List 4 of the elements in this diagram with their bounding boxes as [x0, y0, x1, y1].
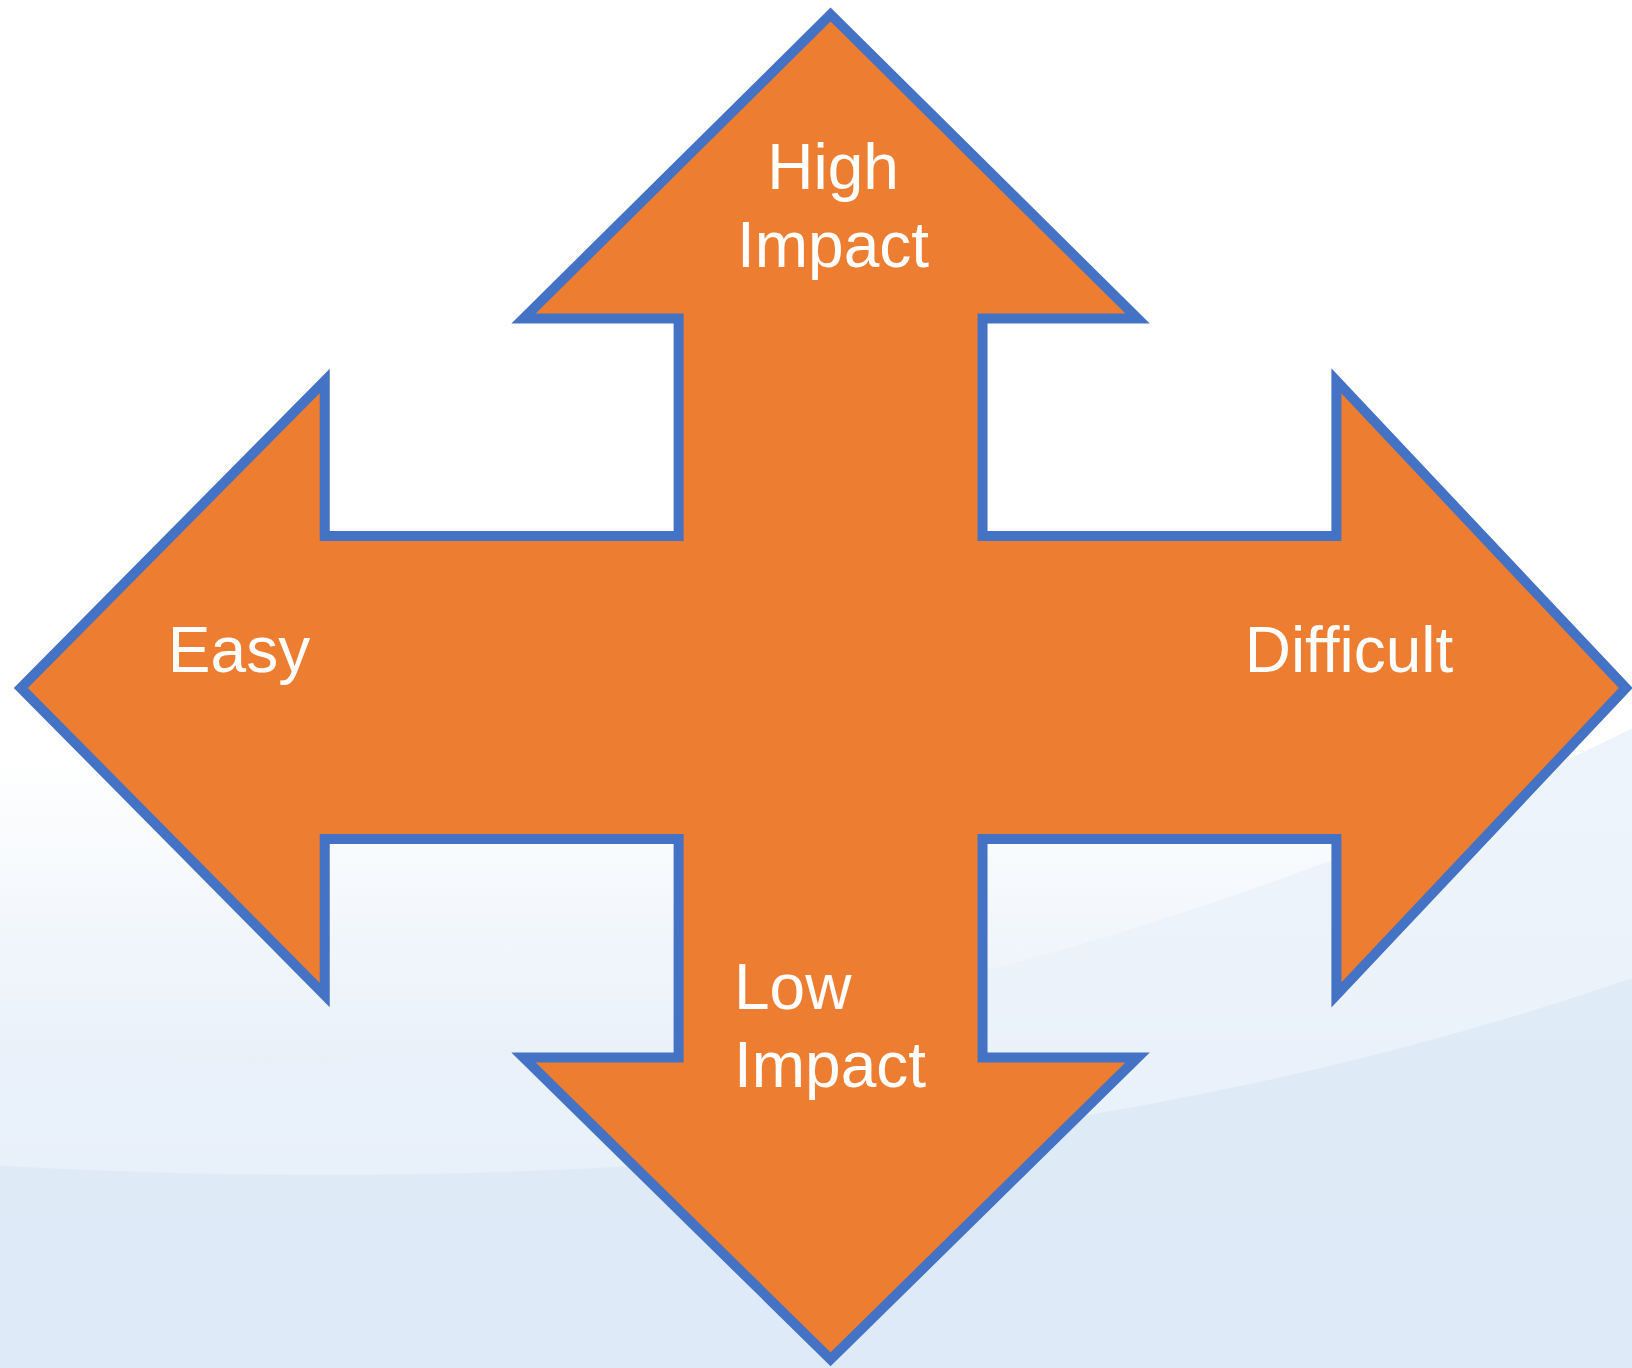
axis-label: Difficult [1243, 613, 1455, 688]
axis-label: High Impact [735, 130, 931, 283]
axis-label: Easy [166, 613, 312, 688]
axis-label: Low Impact [734, 950, 928, 1103]
